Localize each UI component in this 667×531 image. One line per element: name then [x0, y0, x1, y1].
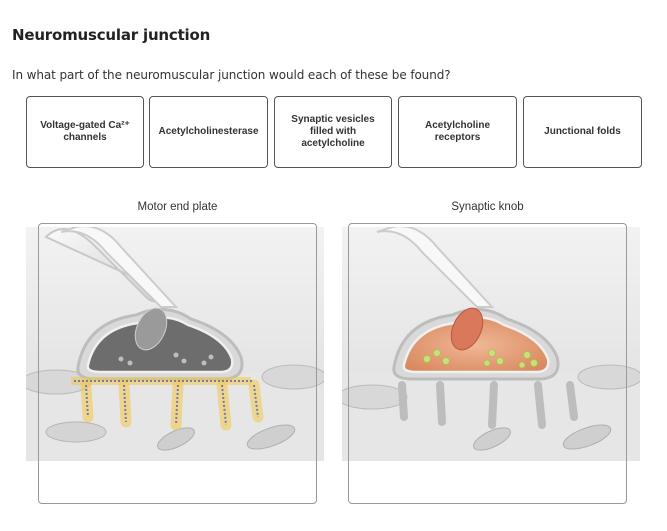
answer-card-synaptic-vesicles[interactable]: Synaptic vesicles filled with acetylchol…: [274, 96, 392, 168]
question-text: In what part of the neuromuscular juncti…: [12, 68, 451, 82]
card-label-line: Voltage-gated Ca²⁺: [40, 120, 130, 131]
card-label-line: filled with: [309, 126, 357, 137]
drop-zone-synaptic-knob[interactable]: [348, 223, 627, 504]
drop-zone-motor-end-plate[interactable]: [38, 223, 317, 504]
synaptic-knob-illustration: [342, 227, 640, 461]
answer-card-acetylcholine-receptors[interactable]: Acetylcholine receptors: [398, 96, 517, 168]
page-title: Neuromuscular junction: [12, 26, 211, 44]
zone-label-synaptic-knob: Synaptic knob: [451, 201, 524, 213]
card-label-line: Synaptic vesicles: [291, 114, 375, 125]
card-label-line: acetylcholine: [301, 138, 365, 149]
card-label-line: Junctional folds: [544, 126, 621, 137]
card-label-line: channels: [63, 132, 107, 143]
card-label-line: receptors: [434, 132, 481, 143]
zone-label-motor-end-plate: Motor end plate: [137, 201, 218, 213]
card-label-line: Acetylcholine: [424, 120, 491, 131]
answer-card-acetylcholinesterase[interactable]: Acetylcholinesterase: [149, 96, 268, 168]
card-label-line: Acetylcholinesterase: [158, 126, 259, 137]
motor-end-plate-illustration: [26, 227, 324, 461]
answer-card-voltage-gated-ca-channels[interactable]: Voltage-gated Ca²⁺ channels: [26, 96, 144, 168]
answer-card-junctional-folds[interactable]: Junctional folds: [523, 96, 642, 168]
